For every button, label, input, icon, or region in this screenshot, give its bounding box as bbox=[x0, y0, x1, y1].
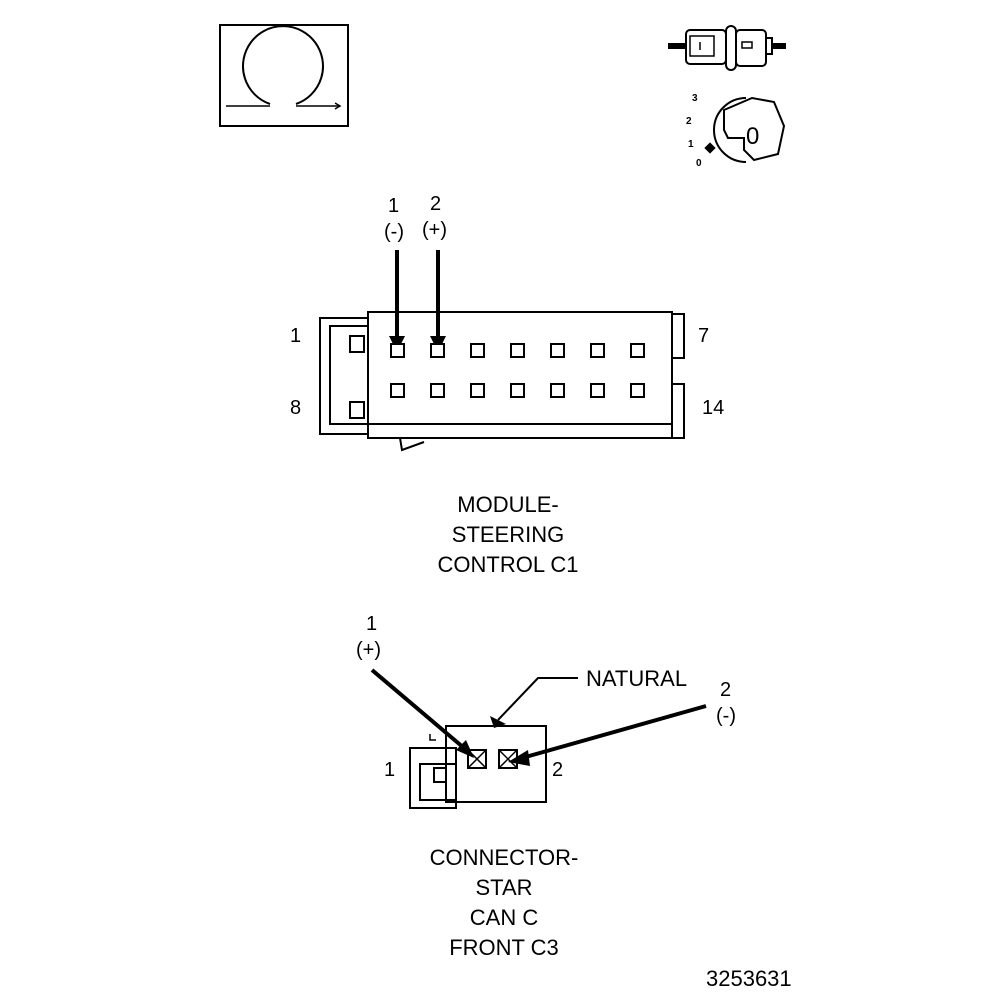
ohm-symbol-icon bbox=[219, 24, 349, 127]
connector-disconnect-icon bbox=[668, 25, 786, 71]
star-probe-2-polarity: (-) bbox=[716, 705, 736, 727]
module-caption-line-1: MODULE- bbox=[457, 492, 558, 517]
star-caption-line-1: CONNECTOR- bbox=[430, 845, 579, 870]
star-pin-label-2: 2 bbox=[552, 759, 563, 781]
module-connector: 1 (-) 2 (+) 1 bbox=[290, 193, 724, 452]
pin-label-7: 7 bbox=[698, 325, 709, 347]
star-caption-line-2: STAR bbox=[475, 875, 532, 900]
probe-1-num: 1 bbox=[388, 195, 399, 217]
star-pin-label-1: 1 bbox=[384, 759, 395, 781]
ignition-key-icon: 3 2 1 0 0 bbox=[686, 93, 786, 169]
ignition-pos-3: 3 bbox=[692, 93, 698, 104]
probe-1-polarity: (-) bbox=[384, 221, 404, 243]
ignition-pos-1: 1 bbox=[688, 139, 694, 150]
star-probe-1-polarity: (+) bbox=[356, 639, 381, 661]
module-caption-line-2: STEERING bbox=[452, 522, 564, 547]
ignition-pos-0: 0 bbox=[696, 158, 702, 169]
natural-color-label: NATURAL bbox=[586, 666, 687, 691]
probe-2-num: 2 bbox=[430, 193, 441, 215]
module-caption-line-3: CONTROL C1 bbox=[438, 552, 579, 577]
star-connector: 1 (+) 2 (-) NATURAL 1 2 bbox=[356, 613, 736, 809]
star-caption-line-4: FRONT C3 bbox=[449, 935, 559, 960]
pin-label-14: 14 bbox=[702, 397, 724, 419]
pin-label-8: 8 bbox=[290, 397, 301, 419]
pin-label-1: 1 bbox=[290, 325, 301, 347]
star-probe-2-num: 2 bbox=[720, 679, 731, 701]
star-probe-1-num: 1 bbox=[366, 613, 377, 635]
ignition-key-label: 0 bbox=[746, 123, 759, 150]
ignition-pos-2: 2 bbox=[686, 116, 692, 127]
figure-number: 3253631 bbox=[706, 966, 792, 991]
probe-2-polarity: (+) bbox=[422, 219, 447, 241]
star-caption-line-3: CAN C bbox=[470, 905, 539, 930]
